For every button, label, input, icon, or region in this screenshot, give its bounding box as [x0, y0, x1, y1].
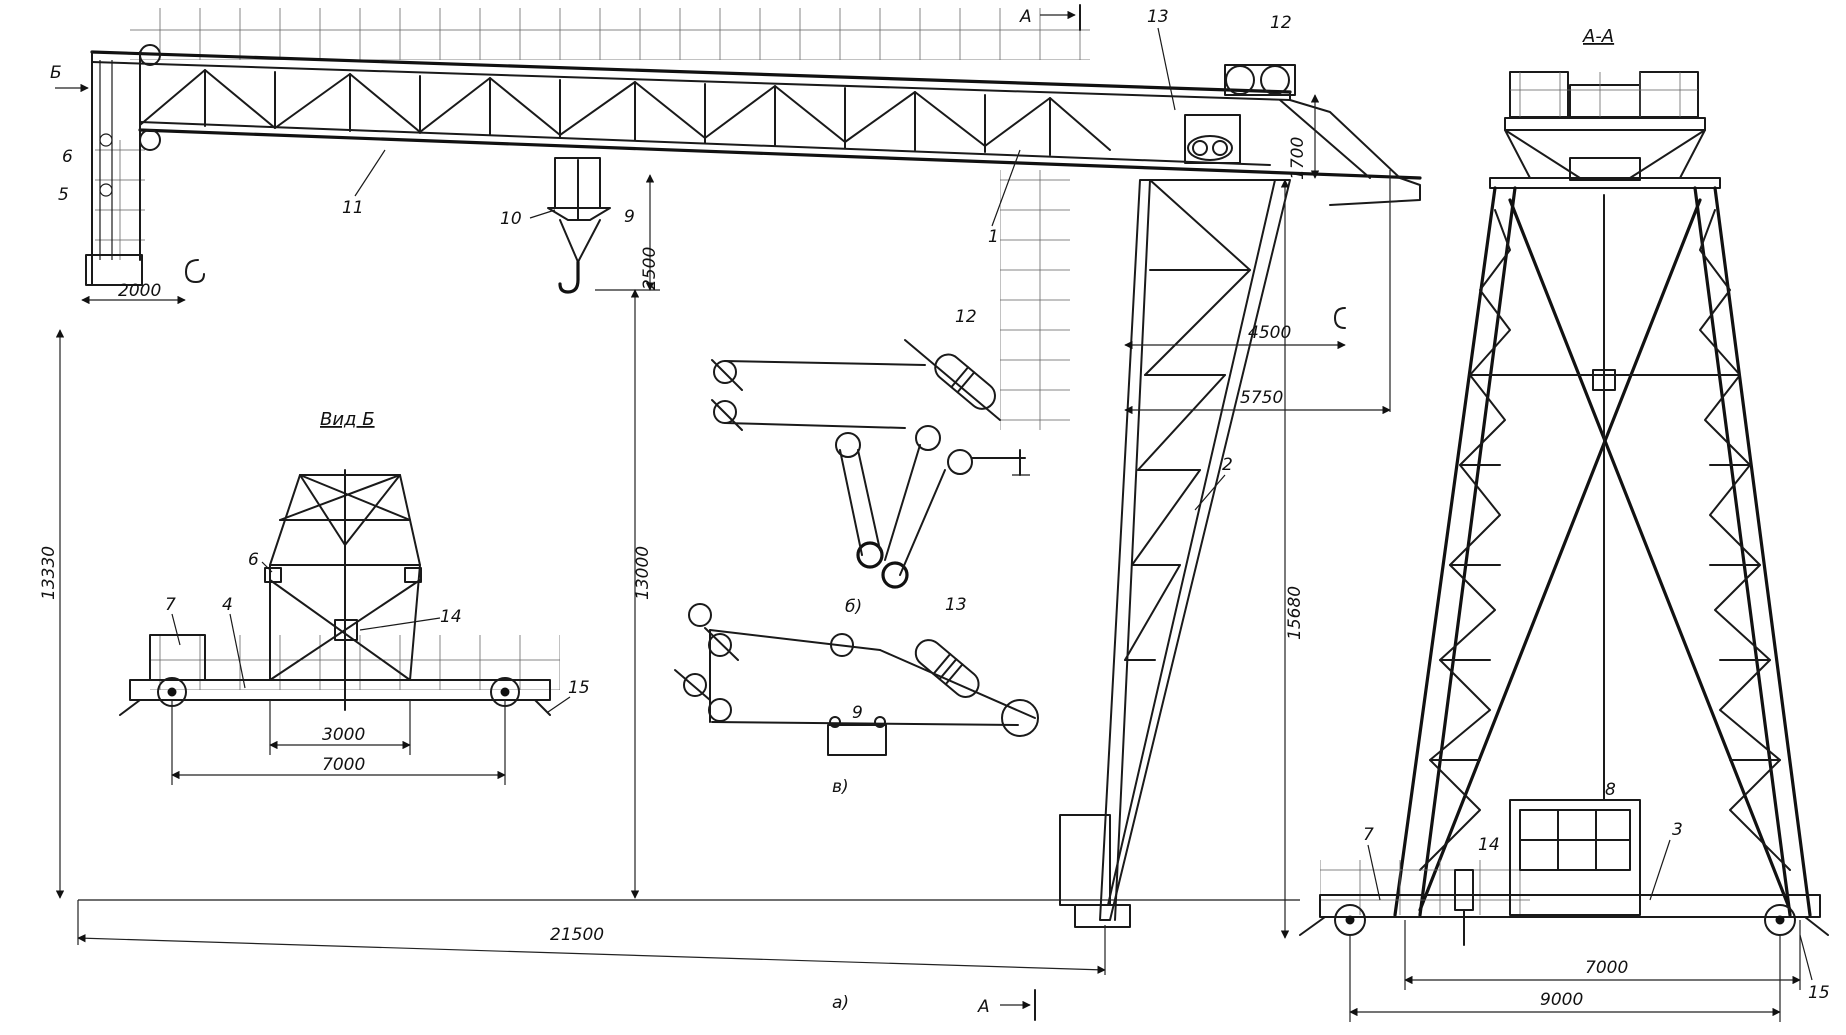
callout-13b: 13 — [945, 595, 967, 615]
background-brickwork-top — [130, 8, 1090, 60]
section-mark-a-bottom: А — [977, 997, 990, 1017]
callout-4: 4 — [222, 595, 233, 615]
callout-12b: 12 — [955, 307, 977, 327]
subfigure-b: б) — [845, 597, 862, 617]
callout-14b: 14 — [1478, 835, 1500, 855]
callout-13: 13 — [1147, 7, 1169, 27]
dim-5750: 5750 — [1240, 388, 1283, 408]
section-title: А-А — [1582, 26, 1614, 47]
callout-15b: 15 — [1808, 983, 1830, 1003]
dim-13330: 13330 — [39, 546, 59, 600]
arrow-mark-b: Б — [50, 63, 62, 83]
callout-7b: 7 — [1363, 825, 1374, 845]
callout-6: 6 — [62, 147, 73, 167]
callout-7: 7 — [165, 595, 176, 615]
dim-7000-section: 7000 — [1585, 958, 1628, 978]
rigid-leg — [1059, 179, 1291, 928]
load-hook-icon — [185, 259, 205, 283]
view-b: Вид Б 3000 7000 6 — [119, 409, 590, 785]
subfigure-c: в) — [832, 777, 849, 797]
view-b-title: Вид Б — [320, 409, 375, 430]
winch-13 — [1184, 114, 1241, 164]
callout-6b: 6 — [248, 550, 259, 570]
main-girder — [85, 44, 1422, 286]
main-elevation — [78, 8, 1422, 928]
callout-5: 5 — [58, 185, 69, 205]
callout-1: 1 — [988, 227, 999, 247]
section-a-a: А-А — [1299, 26, 1830, 1022]
hoist-trolley — [547, 157, 611, 294]
dim-13000: 13000 — [633, 546, 653, 600]
callout-14: 14 — [440, 607, 462, 627]
dim-4500: 4500 — [1248, 323, 1291, 343]
callout-10: 10 — [500, 209, 522, 229]
background-brickwork-left — [95, 140, 145, 260]
dim-15680: 15680 — [1285, 586, 1305, 640]
callout-2: 2 — [1222, 455, 1233, 475]
crane-hook-icon — [558, 260, 580, 294]
callout-3: 3 — [1672, 820, 1683, 840]
callout-9b: 9 — [852, 703, 863, 723]
main-callouts: Б 6 5 11 10 9 1 А 13 12 2 а) А — [50, 4, 1292, 1021]
callout-11: 11 — [342, 198, 364, 218]
dim-9000: 9000 — [1540, 990, 1583, 1010]
subfigure-a: а) — [832, 993, 849, 1013]
section-top-brick — [1510, 72, 1698, 117]
dim-1700: 1700 — [1288, 137, 1308, 180]
rope-scheme-b: 12 б) — [711, 307, 1030, 617]
dim-3000: 3000 — [322, 725, 365, 745]
view-b-brick — [150, 635, 560, 690]
mechanism-12 — [1224, 64, 1296, 96]
dim-2500: 2500 — [640, 247, 660, 290]
background-brickwork-right — [1000, 170, 1070, 430]
dim-2000: 2000 — [118, 281, 161, 301]
load-hook-icon — [1334, 307, 1346, 329]
callout-12: 12 — [1270, 13, 1292, 33]
callout-8: 8 — [1605, 780, 1616, 800]
section-base-brick — [1320, 860, 1530, 915]
rope-scheme-c: 9 13 в) — [674, 595, 1039, 797]
callout-9: 9 — [624, 207, 635, 227]
dim-21500: 21500 — [550, 925, 604, 945]
callout-15: 15 — [568, 678, 590, 698]
dim-7000-view: 7000 — [322, 755, 365, 775]
main-dimensions: 2000 2500 1700 4500 5750 13000 15680 133… — [39, 94, 1391, 975]
section-mark-a-top: А — [1019, 7, 1032, 27]
